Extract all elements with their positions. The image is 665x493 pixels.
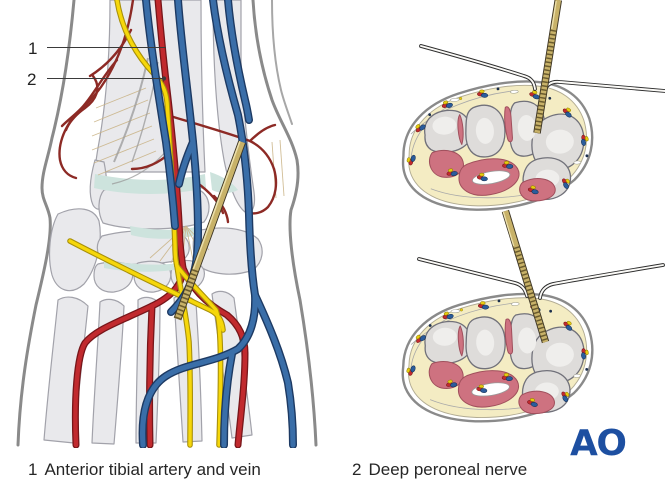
callout-2: 2 — [27, 70, 167, 89]
caption-1-label: Anterior tibial artery and vein — [44, 460, 261, 479]
cross-section-top — [398, 0, 665, 215]
leg-contours — [16, 0, 318, 447]
cross-section-illustrations — [390, 0, 665, 448]
caption-2: 2 Deep peroneal nerve — [352, 460, 527, 480]
callout-1: 1 — [28, 39, 166, 58]
tissue-protector-bottom — [417, 257, 665, 300]
callout-1-number: 1 — [28, 39, 37, 58]
caption-1: 1 Anterior tibial artery and vein — [28, 460, 261, 480]
caption-2-label: Deep peroneal nerve — [368, 460, 528, 479]
cross-section-bottom — [399, 209, 665, 426]
pin-bottom — [501, 209, 550, 344]
anterior-ankle-illustration: 1 2 — [16, 0, 318, 448]
schanz-pin — [173, 140, 246, 321]
ao-logo: AO — [570, 423, 627, 464]
small-arteries — [58, 0, 278, 224]
caption-2-number: 2 — [352, 460, 362, 479]
callout-2-number: 2 — [27, 70, 36, 89]
pin-top — [533, 0, 563, 134]
caption-1-number: 1 — [28, 460, 38, 479]
